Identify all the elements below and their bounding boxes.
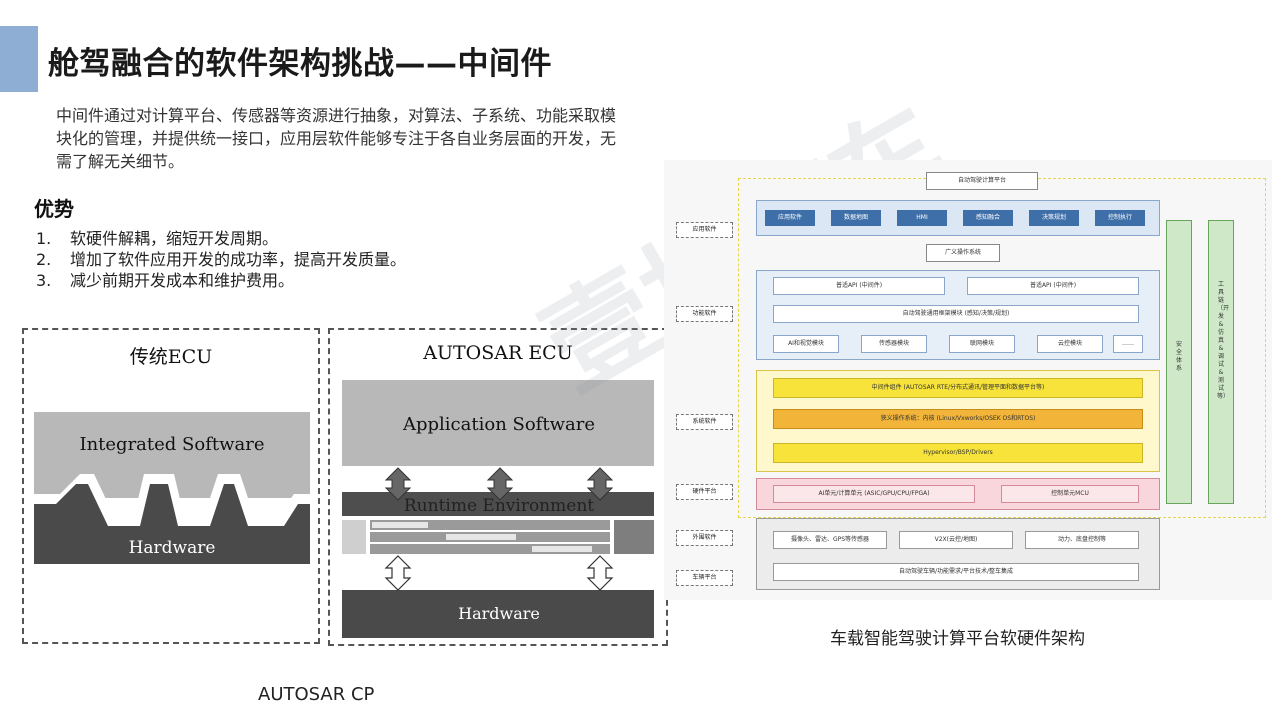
- hardware-label-right: Hardware: [458, 604, 540, 623]
- arrow-updown-1: [384, 467, 412, 501]
- advantage-item: 1. 软硬件解耦，缩短开发周期。: [36, 228, 406, 249]
- side-label: 系统软件: [676, 414, 733, 430]
- autosar-cp-caption: AUTOSAR CP: [258, 684, 375, 705]
- autosar-ecu-panel: AUTOSAR ECU Application Software Runtime…: [328, 328, 668, 646]
- advantages-heading: 优势: [34, 197, 74, 221]
- arrow-updown-outline-1: [384, 555, 412, 591]
- slide-title: 舱驾融合的软件架构挑战——中间件: [48, 46, 552, 82]
- app-module: HMI: [897, 210, 947, 226]
- hardware-label-left: Hardware: [128, 538, 216, 558]
- title-accent-bar: [0, 26, 38, 92]
- integrated-software-label: Integrated Software: [79, 434, 265, 455]
- side-label: 车辆平台: [676, 570, 733, 586]
- periph-item: 动力、底盘控制等: [1025, 531, 1139, 549]
- traditional-ecu-title: 传统ECU: [129, 346, 213, 368]
- autosar-ecu-title: AUTOSAR ECU: [423, 342, 573, 364]
- side-label: 功能软件: [676, 306, 733, 322]
- func-module: AI和视觉模块: [773, 335, 839, 353]
- side-label: 外围软件: [676, 530, 733, 546]
- func-layer: 普适API (中间件) 普适API (中间件) 自动驾驶通用框架模块 (感知/决…: [756, 270, 1160, 360]
- app-module: 数据地图: [831, 210, 881, 226]
- advantage-num: 3.: [36, 271, 52, 290]
- arrow-updown-2: [486, 467, 514, 501]
- func-api-right: 普适API (中间件): [967, 277, 1139, 295]
- toolchain-label: 工具链（开发&仿真&调试&测试等）: [1217, 281, 1230, 400]
- periph-item: 摄像头、雷达、GPS等传感器: [773, 531, 887, 549]
- advantage-text: 软硬件解耦，缩短开发周期。: [70, 229, 279, 248]
- hw-ai: AI单元/计算单元 (ASIC/GPU/CPU/FPGA): [773, 485, 975, 503]
- runtime-environment-label: Runtime Environment: [403, 496, 595, 516]
- advantage-item: 2. 增加了软件应用开发的成功率，提高开发质量。: [36, 249, 406, 270]
- hardware-block-left: [34, 484, 310, 564]
- arrow-updown-outline-2: [586, 555, 614, 591]
- app-module: 决策规划: [1029, 210, 1079, 226]
- intro-paragraph: 中间件通过对计算平台、传感器等资源进行抽象，对算法、子系统、功能采取模块化的管理…: [56, 106, 617, 171]
- app-module: 控制执行: [1095, 210, 1145, 226]
- func-framework: 自动驾驶通用框架模块 (感知/决策/规划): [773, 305, 1139, 323]
- arch-caption: 车载智能驾驶计算平台软硬件架构: [830, 629, 1085, 649]
- func-module: ……: [1113, 335, 1143, 353]
- advantage-text: 减少前期开发成本和维护费用。: [70, 271, 295, 290]
- arch-diagram: 自动驾驶计算平台 应用软件 功能软件 系统软件 硬件平台 外围软件 车辆平台 应…: [664, 160, 1272, 600]
- func-api-left: 普适API (中间件): [773, 277, 945, 295]
- traditional-ecu-graphic: [34, 412, 310, 568]
- app-layer: 应用软件 数据地图 HMI 感知融合 决策规划 控制执行: [756, 200, 1160, 236]
- advantage-num: 1.: [36, 229, 52, 248]
- periph-item: V2X(云控/地图): [899, 531, 1013, 549]
- sys-middleware: 中间件组件 (AUTOSAR RTE/分布式通讯/管理平面和数据平台等): [773, 378, 1143, 398]
- sys-hypervisor: Hypervisor/BSP/Drivers: [773, 443, 1143, 463]
- side-label: 应用软件: [676, 222, 733, 238]
- func-module: 联网模块: [949, 335, 1015, 353]
- hardware-block-right: [342, 590, 654, 638]
- side-label: 硬件平台: [676, 484, 733, 500]
- traditional-ecu-panel: 传统ECU Integrated Software Hardware: [22, 328, 320, 644]
- application-software-label: Application Software: [403, 414, 595, 435]
- os-title: 广义操作系统: [926, 244, 1000, 262]
- sys-os: 狭义操作系统：内核 (Linux/Vxworks/OSEK OS和RTOS): [773, 409, 1143, 429]
- advantage-num: 2.: [36, 250, 52, 269]
- advantages-list: 1.软硬件解耦，缩短开发周期。 2.增加了软件应用开发的成功率，提高开发质量。 …: [36, 228, 406, 291]
- toolchain-bar: 工具链（开发&仿真&调试&测试等）: [1208, 220, 1234, 504]
- application-software-block: [342, 380, 654, 466]
- advantage-item: 3. 减少前期开发成本和维护费用。: [36, 270, 406, 291]
- autosar-ecu-graphic: [342, 380, 654, 638]
- app-module: 应用软件: [765, 210, 815, 226]
- func-module: 传感器模块: [861, 335, 927, 353]
- periph-layer: 摄像头、雷达、GPS等传感器 V2X(云控/地图) 动力、底盘控制等 自动驾驶车…: [756, 518, 1160, 590]
- func-module: 云控模块: [1037, 335, 1103, 353]
- vehicle-item: 自动驾驶车辆/功能需求/平台技术/整车集成: [773, 563, 1139, 581]
- app-module: 感知融合: [963, 210, 1013, 226]
- hw-layer: AI单元/计算单元 (ASIC/GPU/CPU/FPGA) 控制单元MCU: [756, 478, 1160, 510]
- platform-title: 自动驾驶计算平台: [926, 172, 1038, 190]
- safety-bar: 安全体系: [1166, 220, 1192, 504]
- advantage-text: 增加了软件应用开发的成功率，提高开发质量。: [70, 250, 407, 269]
- arrow-updown-3: [586, 467, 614, 501]
- safety-label: 安全体系: [1175, 341, 1182, 372]
- sys-layer: 中间件组件 (AUTOSAR RTE/分布式通讯/管理平面和数据平台等) 狭义操…: [756, 370, 1160, 472]
- hw-mcu: 控制单元MCU: [1001, 485, 1139, 503]
